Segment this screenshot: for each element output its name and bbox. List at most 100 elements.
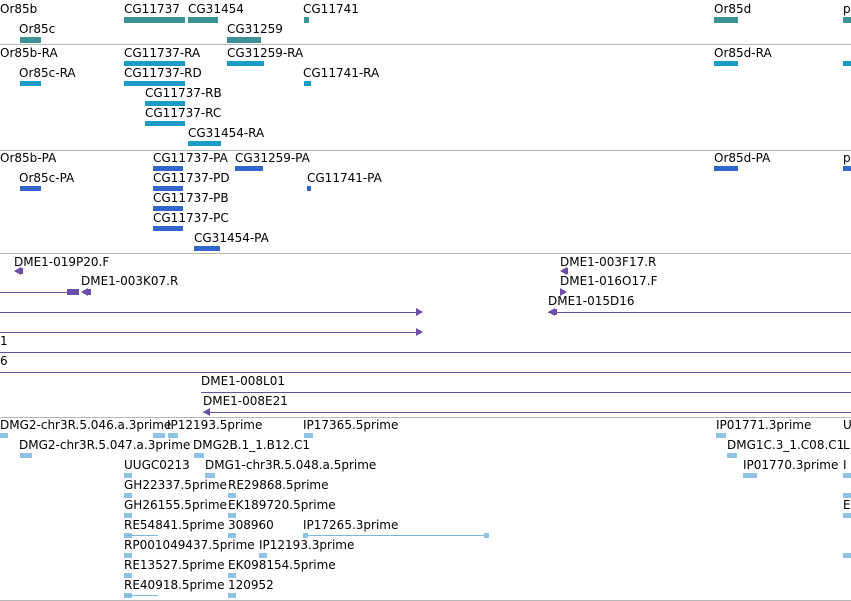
est-label-dmg1-048[interactable]: DMG1-chr3R.5.048.a.5prime	[205, 458, 377, 472]
peptide-feature-cg11737-pa[interactable]	[153, 166, 183, 171]
transcript-label-cg31454-ra[interactable]: CG31454-RA	[188, 126, 265, 140]
est-feature-dmg2-046[interactable]	[0, 433, 8, 438]
est-feature-120952[interactable]	[228, 593, 236, 598]
gene-feature-cg31454[interactable]	[188, 17, 218, 23]
est-feature-dmg2b[interactable]	[194, 453, 204, 458]
transcript-feature-cg31259-ra[interactable]	[227, 61, 264, 66]
est-label-308960[interactable]: 308960	[228, 518, 274, 532]
peptide-feature-cg11741-pa[interactable]	[307, 186, 311, 191]
est-feature-ek189720[interactable]	[228, 513, 236, 518]
transcript-feature-cg11737-rd[interactable]	[124, 81, 185, 86]
est-label-ip17365-5[interactable]: IP17365.5prime	[303, 418, 399, 432]
gene-label-or85c[interactable]: Or85c	[19, 22, 56, 36]
gene-label-cg11741[interactable]: CG11741	[303, 2, 359, 16]
clone-feature-003f17r[interactable]	[565, 268, 568, 274]
est-feature-re13527[interactable]	[124, 573, 132, 578]
peptide-feature-cg11737-pd[interactable]	[153, 186, 183, 191]
gene-feature-or85d[interactable]	[714, 17, 738, 23]
gene-label-cg11737[interactable]: CG11737	[124, 2, 180, 16]
gene-feature-p[interactable]	[843, 17, 851, 23]
gene-label-p[interactable]: p	[843, 2, 851, 16]
est-label-ip17265-3[interactable]: IP17265.3prime	[303, 518, 399, 532]
transcript-feature-cg11741-ra[interactable]	[304, 81, 311, 86]
clone-feature-015d16[interactable]	[553, 309, 557, 315]
gene-label-or85d[interactable]: Or85d	[714, 2, 752, 16]
est-feature-right-2[interactable]	[843, 493, 851, 498]
est-feature-ip12193-3[interactable]	[259, 553, 267, 558]
clone-label-003f17r[interactable]: DME1-003F17.R	[560, 255, 657, 269]
clone-label-003k07r[interactable]: DME1-003K07.R	[81, 274, 179, 288]
transcript-feature-or85c-ra[interactable]	[20, 81, 41, 86]
clone-label-008e21[interactable]: DME1-008E21	[203, 394, 288, 408]
est-feature-ip01771[interactable]	[716, 433, 726, 438]
est-label-rp001049437[interactable]: RP001049437.5prime	[124, 538, 255, 552]
est-line-re40918[interactable]	[124, 595, 158, 596]
gene-label-or85b[interactable]: Or85b	[0, 2, 38, 16]
peptide-feature-cg11737-pb[interactable]	[153, 206, 183, 211]
transcript-feature-cg11737-rc[interactable]	[145, 121, 185, 126]
est-feature-re29868[interactable]	[228, 493, 236, 498]
est-label-dmg2-046[interactable]: DMG2-chr3R.5.046.a.3prime	[0, 418, 172, 432]
est-feature-ip12193-5[interactable]	[168, 433, 178, 438]
peptide-feature-p[interactable]	[843, 166, 851, 171]
peptide-feature-cg11737-pc[interactable]	[153, 226, 183, 231]
clone-feature-003k07r-a[interactable]	[67, 289, 79, 295]
clone-label-016o17f[interactable]: DME1-016O17.F	[560, 274, 658, 288]
transcript-feature-right-edge[interactable]	[843, 61, 851, 66]
clone-line-row4[interactable]	[0, 312, 416, 313]
clone-label-019p20f[interactable]: DME1-019P20.F	[14, 255, 110, 269]
est-feature-gh22337[interactable]	[124, 493, 132, 498]
clone-feature-003k07r-b[interactable]	[86, 289, 91, 295]
peptide-label-or85d-pa[interactable]: Or85d-PA	[714, 151, 771, 165]
est-label-120952[interactable]: 120952	[228, 578, 274, 592]
transcript-feature-cg11737-ra[interactable]	[124, 61, 185, 66]
gene-feature-or85c[interactable]	[20, 37, 41, 43]
transcript-label-or85b-ra[interactable]: Or85b-RA	[0, 46, 58, 60]
gene-feature-cg11741[interactable]	[304, 17, 309, 23]
gene-feature-cg11737[interactable]	[124, 17, 185, 23]
clone-arrow-019p20f[interactable]	[14, 267, 21, 275]
est-label-ip12193-5[interactable]: IP12193.5prime	[167, 418, 263, 432]
clone-line-6[interactable]	[0, 372, 851, 373]
peptide-feature-cg31259-pa[interactable]	[235, 166, 263, 171]
est-feature-ip17265-3-a[interactable]	[303, 533, 308, 538]
clone-line-003k07r[interactable]	[0, 292, 70, 293]
est-feature-dmg1c[interactable]	[727, 453, 737, 458]
clone-line-row5[interactable]	[0, 332, 416, 333]
clone-line-008l01[interactable]	[201, 392, 851, 393]
peptide-label-cg11737-pa[interactable]: CG11737-PA	[153, 151, 228, 165]
peptide-label-p[interactable]: p	[843, 151, 851, 165]
est-feature-uugc0213-b[interactable]	[153, 433, 165, 438]
est-feature-right-1[interactable]	[843, 473, 851, 478]
est-feature-right-4[interactable]	[843, 553, 851, 558]
est-label-right-u[interactable]: U	[843, 418, 851, 432]
clone-arrow-016o17f[interactable]	[560, 288, 567, 296]
transcript-label-or85d-ra[interactable]: Or85d-RA	[714, 46, 772, 60]
est-label-ip01770[interactable]: IP01770.3prime	[743, 458, 839, 472]
est-label-re13527[interactable]: RE13527.5prime	[124, 558, 225, 572]
peptide-label-cg31454-pa[interactable]: CG31454-PA	[194, 231, 269, 245]
transcript-label-cg11741-ra[interactable]: CG11741-RA	[303, 66, 380, 80]
peptide-label-cg11741-pa[interactable]: CG11741-PA	[307, 171, 382, 185]
transcript-label-or85c-ra[interactable]: Or85c-RA	[19, 66, 76, 80]
est-label-right-l[interactable]: L	[843, 438, 850, 452]
est-label-dmg2b[interactable]: DMG2B.1_1.B12.C1	[193, 438, 310, 452]
peptide-label-cg31259-pa[interactable]: CG31259-PA	[235, 151, 310, 165]
clone-label-6[interactable]: 6	[0, 354, 8, 368]
clone-label-1[interactable]: 1	[0, 334, 8, 348]
est-label-ip01771[interactable]: IP01771.3prime	[716, 418, 812, 432]
peptide-label-or85b-pa[interactable]: Or85b-PA	[0, 151, 57, 165]
est-feature-ip17265-3-b[interactable]	[484, 533, 489, 538]
clone-label-008l01[interactable]: DME1-008L01	[201, 374, 285, 388]
est-feature-right-3[interactable]	[843, 513, 851, 518]
est-label-gh26155[interactable]: GH26155.5prime	[124, 498, 227, 512]
est-feature-gh26155[interactable]	[124, 513, 132, 518]
est-label-dmg1c[interactable]: DMG1C.3_1.C08.C1	[727, 438, 845, 452]
gene-label-cg31259[interactable]: CG31259	[227, 22, 283, 36]
est-feature-ek098154[interactable]	[228, 573, 236, 578]
est-label-re40918[interactable]: RE40918.5prime	[124, 578, 225, 592]
transcript-label-cg11737-rb[interactable]: CG11737-RB	[145, 86, 222, 100]
clone-line-008e21[interactable]	[203, 412, 851, 413]
est-feature-dmg1-048[interactable]	[205, 473, 215, 478]
est-label-gh22337[interactable]: GH22337.5prime	[124, 478, 227, 492]
